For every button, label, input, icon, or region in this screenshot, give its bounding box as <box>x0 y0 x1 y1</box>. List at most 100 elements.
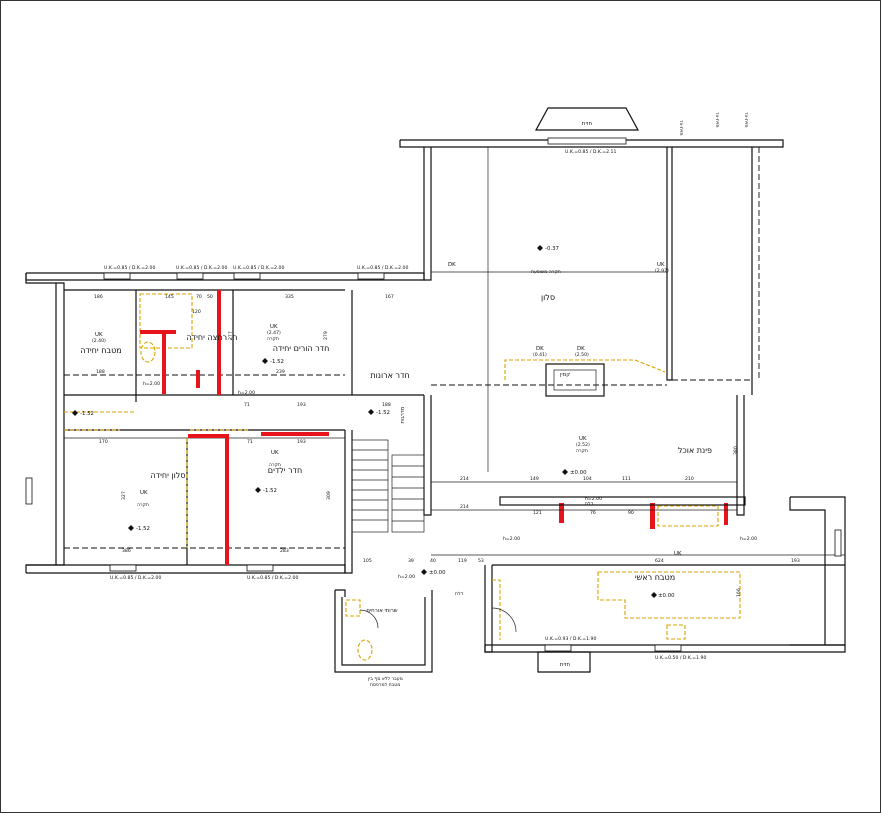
red-partition-1 <box>217 290 221 395</box>
dim-166: 166 <box>736 588 742 597</box>
dim-309: 309 <box>326 491 332 500</box>
salon-interior <box>431 107 760 472</box>
room-chadar-aronot: חדר ארונות <box>370 371 409 380</box>
window-10 <box>834 529 842 557</box>
side-note-3: חזית-צד <box>743 112 748 128</box>
side-note-2: חזית-צד <box>714 112 719 128</box>
new-partitions <box>140 290 728 565</box>
level-salon-yechida: -1.52 <box>136 526 150 532</box>
uk-tag-salon: UK <box>657 262 665 268</box>
level-diamond <box>72 410 78 416</box>
outer-walls <box>25 139 846 673</box>
uk-tag-yeladim: UK <box>271 450 279 456</box>
dk-tag-salon: DK <box>448 262 456 268</box>
fireplace-yellow-outline <box>504 359 666 380</box>
room-mitbach-yechida: מטבח יחידה <box>80 346 121 355</box>
dim-119: 119 <box>458 558 467 564</box>
level-diamond <box>651 592 657 598</box>
side-note-1: חזית-צד <box>678 120 683 136</box>
level-kitchen: ±0.00 <box>658 593 675 599</box>
window-tag-5: U.K.=0.85 / D.K.=2.11 <box>565 149 616 155</box>
dim-76: 76 <box>590 510 596 516</box>
level-diamond <box>128 525 134 531</box>
wc-top-left <box>335 589 346 597</box>
takra-salon-y: תקרה <box>137 503 149 508</box>
level-diamond <box>537 245 543 251</box>
level-diamond <box>421 569 427 575</box>
stair-flight-2 <box>391 454 425 533</box>
dim-193c: 193 <box>791 558 800 564</box>
dim-167: 167 <box>385 294 394 300</box>
window-2 <box>176 272 204 280</box>
dim-188b: 188 <box>382 402 391 408</box>
windows <box>25 272 842 652</box>
level-labels: -0.37 -1.52 -1.52 -1.52 -1.52 -1.52 ±0.0… <box>80 246 675 599</box>
annot-h200-d: h=2.00 <box>503 536 520 542</box>
kitchen-island-top <box>657 505 719 527</box>
north-bay <box>534 107 640 131</box>
window-3 <box>233 272 261 280</box>
takra-dining: תקרה <box>576 449 588 454</box>
dimensions: 186 145 70 50 335 167 120 239 188 188 19… <box>94 294 800 597</box>
dim-53: 53 <box>478 558 484 564</box>
annot-h200-c: h=2.00 <box>238 390 255 396</box>
fireplace <box>545 363 605 397</box>
dim-71: 71 <box>244 402 250 408</box>
dk-tag-fireplace: DK <box>536 346 544 352</box>
stairs <box>351 439 425 533</box>
level-diamond <box>255 487 261 493</box>
dim-70: 70 <box>196 294 202 300</box>
bay-label-north: חזית <box>582 121 593 127</box>
level-wc: ±0.00 <box>429 570 446 576</box>
bottom-note-2: מטבח למרפסת <box>370 682 400 688</box>
red-partition-4 <box>162 334 166 394</box>
level-diamond <box>262 358 268 364</box>
dim-335: 335 <box>285 294 294 300</box>
wc-fixtures <box>345 599 379 661</box>
level-diamond <box>368 409 374 415</box>
wc-door-swing <box>359 609 379 629</box>
wing-west-inner <box>56 282 65 566</box>
kitchen-yellow-west <box>492 579 501 640</box>
level-markers <box>72 245 657 598</box>
kitchen-west-wall <box>484 565 493 653</box>
red-partition-8 <box>559 503 564 523</box>
level-horim: -1.52 <box>270 359 284 365</box>
bay-label-south: חזית <box>560 662 571 668</box>
salon-east-wall <box>666 147 673 381</box>
wc-outer <box>334 590 433 673</box>
annot-h200-b: h=2.00 <box>143 381 160 387</box>
bath-toilet <box>140 341 156 363</box>
red-partition-5 <box>225 434 229 565</box>
room-salon: סלון <box>541 293 555 302</box>
window-tags: U.K.=0.85 / D.K.=2.00 U.K.=0.85 / D.K.=2… <box>104 149 706 661</box>
window-tag-8: U.K.=0.93 / D.K.=1.90 <box>545 636 596 642</box>
dim-104: 104 <box>583 476 592 482</box>
room-mitbach-rashi: מטבח ראשי <box>635 573 675 582</box>
dim-210: 210 <box>685 476 694 482</box>
dim-120: 120 <box>192 309 201 315</box>
annot-door-b: דלת <box>455 591 464 597</box>
dim-327: 327 <box>121 491 127 500</box>
red-partition-2 <box>196 370 200 388</box>
dim-380: 380 <box>733 446 739 455</box>
uk-tag-dining: UK <box>579 436 587 442</box>
level-corridor: -1.52 <box>376 410 390 416</box>
red-partition-9 <box>650 503 655 529</box>
wc-inner <box>341 597 426 666</box>
wing-partitions <box>64 289 424 565</box>
dim-39: 39 <box>408 558 414 564</box>
east-annex <box>790 496 846 646</box>
window-6 <box>246 564 274 572</box>
dim-50: 50 <box>207 294 213 300</box>
window-tag-1: U.K.=0.85 / D.K.=2.00 <box>104 265 155 271</box>
dim-105: 105 <box>363 558 372 564</box>
dim-214: 214 <box>460 476 469 482</box>
uk-240: (2.40) <box>92 338 106 344</box>
north-wall <box>399 139 784 148</box>
north-bay-window <box>547 137 627 145</box>
room-rachatza: ח. רחצה יחידה <box>187 333 238 342</box>
uk-252: (2.52) <box>576 442 590 448</box>
dim-279: 279 <box>323 331 329 340</box>
salon-west-wall <box>423 147 432 281</box>
